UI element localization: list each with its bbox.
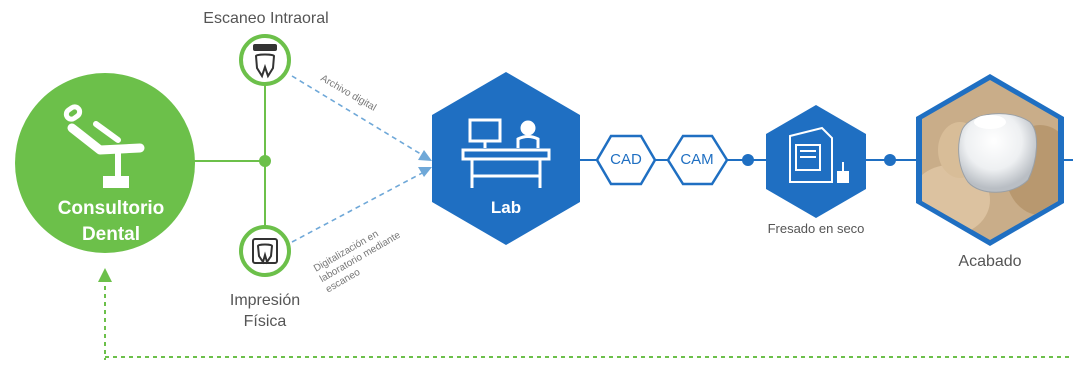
digital-file-arrow [291, 75, 425, 157]
impression-tray-icon [252, 238, 278, 265]
cam-milling-dot [742, 154, 754, 166]
dry-milling-node [766, 105, 866, 218]
cam-node [666, 134, 729, 186]
physical-impression-label-line1: Impresión [229, 292, 301, 309]
milling-machine-icon [789, 126, 849, 183]
return-arrowhead [98, 268, 112, 282]
dental-chair-icon [63, 104, 145, 188]
cam-label: CAM [680, 151, 714, 168]
dental-clinic-node [15, 73, 195, 253]
dental-clinic-label: Consultorio Dental [18, 196, 204, 248]
lab-desk-icon [461, 118, 551, 188]
digital-file-arrowhead [418, 150, 432, 161]
lab-scan-arrowhead [418, 167, 432, 177]
tooth-scanner-icon [253, 44, 277, 79]
dental-crown-image [922, 80, 1058, 240]
finishing-label: Acabado [958, 253, 1022, 270]
green-junction-dot [259, 155, 271, 167]
physical-impression-label: Impresión Física [205, 290, 325, 332]
lab-label: Lab [490, 198, 522, 217]
physical-impression-label-line2: Física [243, 313, 287, 330]
dental-clinic-label-line2: Dental [81, 224, 141, 245]
lab-scan-arrow [291, 171, 425, 243]
dry-milling-label: Fresado en seco [767, 221, 865, 236]
physical-impression-node [239, 225, 291, 277]
milling-finishing-dot [884, 154, 896, 166]
intraoral-scan-label: Escaneo Intraoral [203, 10, 329, 27]
cad-node [595, 134, 657, 186]
dental-clinic-label-line1: Consultorio [57, 198, 165, 219]
cad-label: CAD [610, 151, 642, 168]
